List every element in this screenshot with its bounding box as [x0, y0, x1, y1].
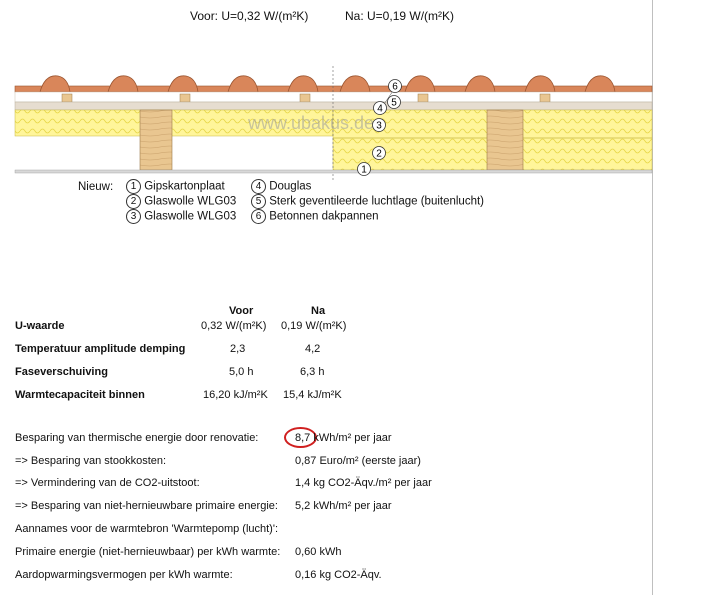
savings-co2-label: => Vermindering van de CO2-uitstoot:: [15, 477, 200, 489]
row-after-amplitude: 4,2: [305, 343, 321, 355]
legend-item-3: 3 Glaswolle WLG03: [126, 209, 236, 224]
row-before-amplitude: 2,3: [230, 343, 246, 355]
legend-item-5: 5 Sterk geventileerde luchtlage (buitenl…: [251, 194, 484, 209]
legend-label: Douglas: [269, 180, 312, 193]
savings-primary-energy-label: => Besparing van niet-hernieuwbare prima…: [15, 500, 278, 512]
page-right-border: [652, 0, 653, 595]
roof-section-diagram: www.ubakus.de 6 5 4 3 2 1: [14, 66, 653, 182]
savings-thermal-unit: kWh/m² per jaar: [310, 432, 392, 444]
column-header-before: Voor: [229, 305, 254, 317]
legend-label: Sterk geventileerde luchtlage (buitenluc…: [269, 195, 484, 208]
savings-co2-value: 1,4 kg CO2-Äqv./m² per jaar: [295, 477, 432, 489]
legend-label: Gipskartonplaat: [144, 180, 225, 193]
row-label-heat-capacity: Warmtecapaciteit binnen: [15, 389, 145, 401]
savings-thermal-label: Besparing van thermische energie door re…: [15, 432, 259, 444]
column-header-after: Na: [311, 305, 326, 317]
primary-energy-per-kwh-value: 0,60 kWh: [295, 546, 342, 558]
savings-heating-cost-label: => Besparing van stookkosten:: [15, 455, 167, 467]
legend-number: 6: [251, 209, 266, 224]
assumptions-heading: Aannames voor de warmtebron 'Warmtepomp …: [15, 523, 279, 535]
savings-heating-cost-value: 0,87 Euro/m² (eerste jaar): [295, 455, 421, 467]
marker-5: 5: [391, 98, 397, 109]
row-after-phase-shift: 6,3 h: [300, 366, 325, 378]
legend-label: Glaswolle WLG03: [144, 210, 237, 223]
insulation-before: [14, 109, 334, 137]
legend-number: 1: [126, 179, 141, 194]
legend-item-4: 4 Douglas: [251, 179, 311, 194]
watermark: www.ubakus.de: [247, 113, 374, 133]
legend-number: 3: [126, 209, 141, 224]
row-after-heat-capacity: 15,4 kJ/m²K: [283, 389, 342, 401]
header-before: Voor: U=0,32 W/(m²K): [190, 9, 309, 23]
row-before-heat-capacity: 16,20 kJ/m²K: [203, 389, 268, 401]
header-after: Na: U=0,19 W/(m²K): [345, 9, 455, 23]
gwp-per-kwh-value: 0,16 kg CO2-Äqv.: [295, 569, 382, 581]
marker-3: 3: [376, 121, 382, 132]
ventilated-air-layer: [14, 91, 653, 103]
marker-4: 4: [377, 104, 383, 115]
roof-tiles: [14, 75, 653, 93]
marker-2: 2: [376, 149, 382, 160]
legend-item-6: 6 Betonnen dakpannen: [251, 209, 379, 224]
highlight-circle: [284, 427, 317, 448]
savings-thermal-value: 8,7 kWh/m² per jaar: [295, 432, 392, 444]
gypsum-board: [14, 169, 653, 174]
row-label-u-value: U-waarde: [15, 320, 65, 332]
row-label-phase-shift: Faseverschuiving: [15, 366, 108, 378]
gwp-per-kwh-label: Aardopwarmingsvermogen per kWh warmte:: [15, 569, 233, 581]
legend-number: 4: [251, 179, 266, 194]
legend-number: 5: [251, 194, 266, 209]
primary-energy-per-kwh-label: Primaire energie (niet-hernieuwbaar) per…: [15, 546, 281, 558]
marker-1: 1: [361, 165, 367, 176]
savings-thermal-number: 8,7: [295, 432, 311, 444]
legend-item-2: 2 Glaswolle WLG03: [126, 194, 236, 209]
marker-6: 6: [392, 82, 398, 93]
legend-label: Glaswolle WLG03: [144, 195, 237, 208]
row-before-u-value: 0,32 W/(m²K): [201, 320, 267, 332]
row-label-amplitude: Temperatuur amplitude demping: [15, 343, 186, 355]
savings-primary-energy-value: 5,2 kWh/m² per jaar: [295, 500, 392, 512]
row-after-u-value: 0,19 W/(m²K): [281, 320, 347, 332]
row-before-phase-shift: 5,0 h: [229, 366, 254, 378]
legend-item-1: 1 Gipskartonplaat: [126, 179, 225, 194]
membrane-layer: [14, 101, 653, 111]
legend-intro: Nieuw:: [78, 181, 114, 193]
legend-number: 2: [126, 194, 141, 209]
legend-label: Betonnen dakpannen: [269, 210, 379, 223]
